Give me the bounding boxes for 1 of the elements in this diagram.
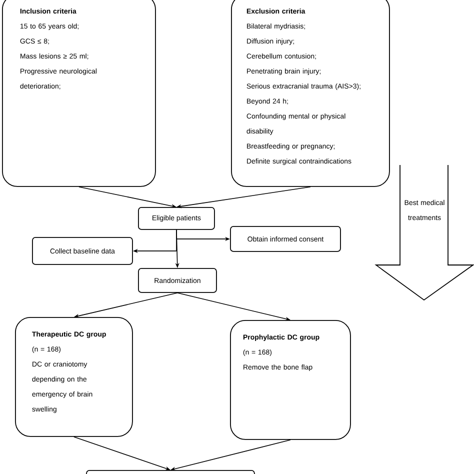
process-box	[86, 470, 255, 474]
